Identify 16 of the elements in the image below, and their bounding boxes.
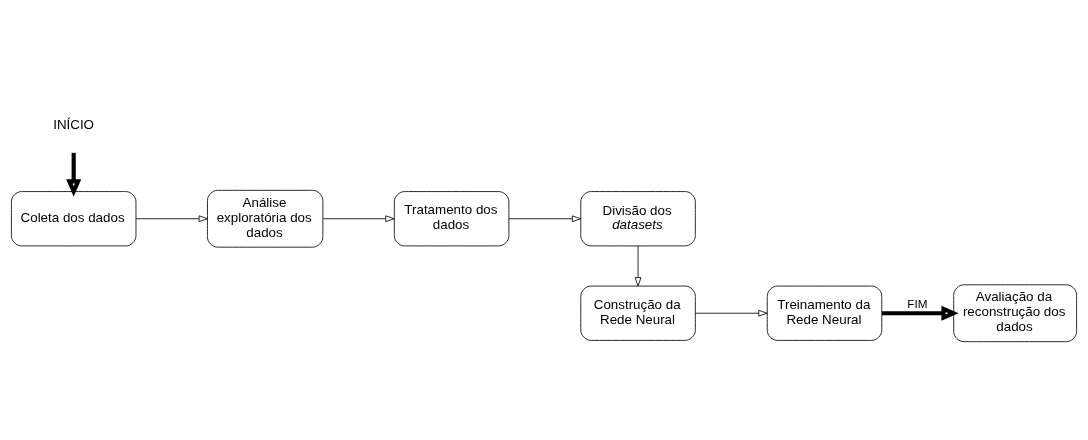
node-box: Tratamento dos dados (393, 191, 510, 247)
node-box: Construção da Rede Neural (580, 285, 696, 341)
arrow (322, 215, 395, 223)
node-box: Avaliação da reconstrução dos dados (953, 284, 1078, 343)
arrow (135, 215, 208, 223)
edge-label: FIM (907, 296, 928, 310)
arrow (634, 245, 642, 287)
node-box: Divisão dos datasets (580, 191, 696, 247)
node-box: Coleta dos dados (10, 191, 137, 247)
arrow (695, 309, 768, 317)
node-box: Análise exploratória dos dados (207, 189, 324, 248)
arrow (508, 215, 582, 223)
arrow (882, 305, 959, 321)
node-text: INÍCIO (53, 116, 95, 132)
node-box: Treinamento da Rede Neural (766, 285, 883, 341)
arrow (66, 152, 82, 197)
